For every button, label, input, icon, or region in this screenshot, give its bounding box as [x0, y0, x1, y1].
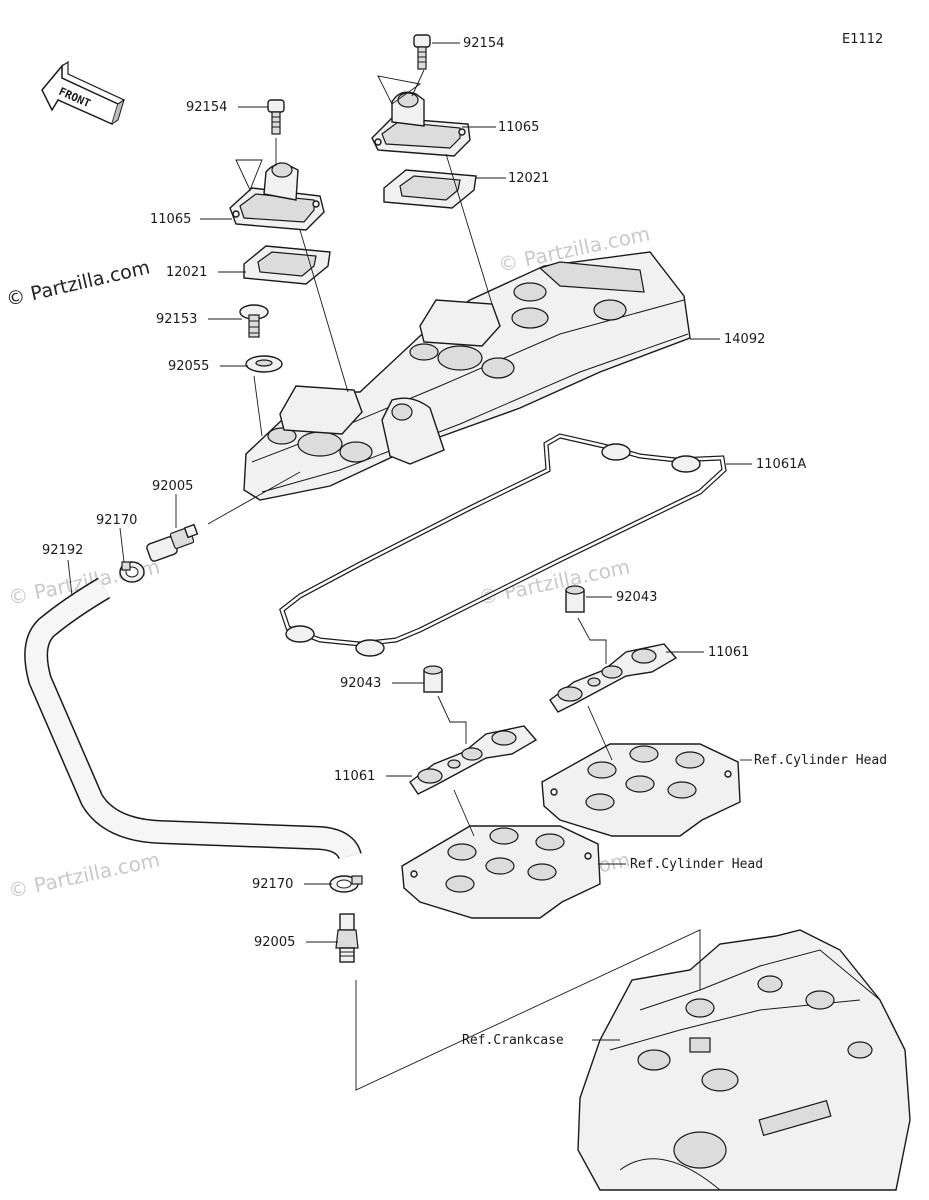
- label-ref-cylinder-head-left: Ref.Cylinder Head: [630, 857, 763, 872]
- label-dowel-left: 92043: [340, 676, 381, 691]
- label-bolt-92153: 92153: [156, 312, 197, 327]
- watermark: © Partzilla.com: [6, 847, 162, 903]
- label-fitting-lower: 92005: [254, 935, 295, 950]
- label-ref-cylinder-head-right: Ref.Cylinder Head: [754, 753, 887, 768]
- hose-92192: [24, 577, 362, 860]
- washer-92055: [245, 355, 283, 373]
- label-fitting-upper: 92005: [152, 479, 193, 494]
- label-head-cover: 14092: [724, 332, 765, 347]
- diagram-code: E1112: [842, 32, 883, 47]
- breather-cover-left: [229, 162, 325, 231]
- label-plate-gasket-left: 12021: [166, 265, 207, 280]
- plug-gasket-11061-right: [549, 643, 678, 713]
- cylinder-head-ref-left: [401, 825, 601, 919]
- plate-gasket-left: [243, 245, 331, 285]
- front-arrow-icon: FRONT: [41, 60, 126, 126]
- bolt-92154-left: [267, 99, 285, 135]
- clamp-92170-upper: [119, 561, 145, 583]
- leader-lines: [67, 42, 752, 1091]
- crankcase-ref: [577, 929, 911, 1191]
- bolt-92153: [239, 304, 269, 338]
- cylinder-head-ref-right: [541, 743, 741, 837]
- label-cover-gasket: 11061A: [756, 457, 806, 472]
- label-clamp-lower: 92170: [252, 877, 293, 892]
- copyright-text: © Partzilla.com: [4, 256, 152, 310]
- clamp-92170-lower: [329, 875, 363, 893]
- label-plug-gasket-left: 11061: [334, 769, 375, 784]
- label-breather-cover-left: 11065: [150, 212, 191, 227]
- label-dowel-right: 92043: [616, 590, 657, 605]
- cylinder-head-cover: [243, 251, 691, 501]
- bolt-92154-top: [413, 34, 431, 70]
- breather-cover-right: [371, 91, 471, 157]
- plug-gasket-11061-left: [409, 725, 538, 795]
- label-plate-gasket-right: 12021: [508, 171, 549, 186]
- label-bolt-92154-top: 92154: [463, 36, 504, 51]
- fitting-92005-upper: [146, 523, 199, 562]
- label-breather-cover-right: 11065: [498, 120, 539, 135]
- plate-gasket-right: [383, 169, 477, 209]
- callout-labels: 92154 92154 11065 11065 12021 12021 9215…: [42, 36, 887, 1048]
- cover-gasket-11061a: [279, 433, 727, 657]
- label-clamp-upper: 92170: [96, 513, 137, 528]
- dowel-92043-right: [565, 585, 585, 613]
- label-hose: 92192: [42, 543, 83, 558]
- label-ref-crankcase: Ref.Crankcase: [462, 1033, 564, 1048]
- fitting-92005-lower: [335, 913, 359, 963]
- dowel-92043-left: [423, 665, 443, 693]
- label-bolt-92154-left: 92154: [186, 100, 227, 115]
- label-plug-gasket-right: 11061: [708, 645, 749, 660]
- label-washer-92055: 92055: [168, 359, 209, 374]
